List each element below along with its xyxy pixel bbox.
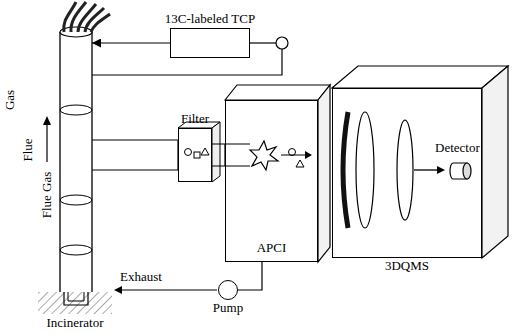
pump-circle: Pump bbox=[218, 280, 238, 300]
filter-box: Filter bbox=[178, 128, 212, 182]
node-label: Flue Gas bbox=[40, 172, 54, 219]
annotation-label: Exhaust bbox=[120, 270, 162, 284]
ionization-burst bbox=[250, 141, 278, 170]
annotation-label: Gas bbox=[3, 90, 17, 110]
particle bbox=[185, 149, 192, 156]
gas-line bbox=[250, 42, 276, 43]
burner-outline bbox=[64, 292, 88, 305]
inlet-tube bbox=[225, 166, 250, 167]
arrow-head bbox=[437, 166, 445, 174]
node-label: Filter bbox=[181, 112, 209, 126]
ion bbox=[296, 160, 304, 167]
flue-ring bbox=[60, 195, 92, 205]
qms-top bbox=[332, 66, 508, 88]
particle bbox=[201, 148, 209, 155]
connector bbox=[212, 144, 225, 166]
smoke bbox=[91, 14, 110, 32]
ion-source-box: APCI bbox=[225, 100, 318, 262]
node-label: Detector bbox=[435, 141, 480, 155]
detector-shape bbox=[447, 159, 473, 183]
apci-top bbox=[225, 85, 330, 100]
filter-side bbox=[212, 122, 220, 182]
qms-side bbox=[482, 66, 508, 258]
mass-spectrometer-box: 3DQMSDetector bbox=[332, 88, 482, 258]
arrow-head bbox=[43, 116, 51, 125]
connector bbox=[92, 42, 170, 43]
arrow-head bbox=[114, 286, 122, 294]
particle bbox=[194, 152, 200, 158]
detector: Detector bbox=[447, 159, 473, 183]
inlet-tube bbox=[225, 144, 250, 145]
burner-outline bbox=[68, 292, 84, 301]
arrow-head bbox=[305, 151, 312, 159]
flow-arrow bbox=[46, 124, 47, 162]
flue-wall bbox=[91, 32, 92, 292]
apci-side bbox=[318, 85, 330, 262]
node-label: 13C-labeled TCP bbox=[165, 12, 255, 26]
node-label: 3DQMS bbox=[385, 259, 429, 273]
incinerator-hatch bbox=[38, 292, 112, 314]
flue-stack: Flue Gas bbox=[60, 32, 92, 292]
small-pump bbox=[276, 37, 288, 49]
annotation-label: Flue bbox=[21, 138, 35, 161]
ion-arrow bbox=[281, 155, 306, 156]
endcap-electrode bbox=[343, 112, 348, 228]
ion bbox=[289, 149, 296, 156]
gas-source-box: 13C-labeled TCP bbox=[170, 28, 250, 58]
node-label: APCI bbox=[257, 241, 287, 255]
incinerator: Incinerator bbox=[38, 292, 112, 314]
endcap-electrode bbox=[397, 120, 413, 220]
detector-face bbox=[463, 163, 471, 179]
connector bbox=[238, 262, 262, 290]
node-label: Pump bbox=[213, 301, 243, 315]
ion-arrow bbox=[414, 169, 438, 170]
exhaust-line bbox=[121, 289, 217, 290]
flue-ring bbox=[60, 105, 92, 115]
ring-electrode bbox=[356, 112, 374, 228]
node-label: Incinerator bbox=[46, 316, 103, 330]
flue-wall bbox=[59, 32, 60, 292]
flue-ring bbox=[60, 245, 92, 255]
connector bbox=[92, 140, 178, 170]
